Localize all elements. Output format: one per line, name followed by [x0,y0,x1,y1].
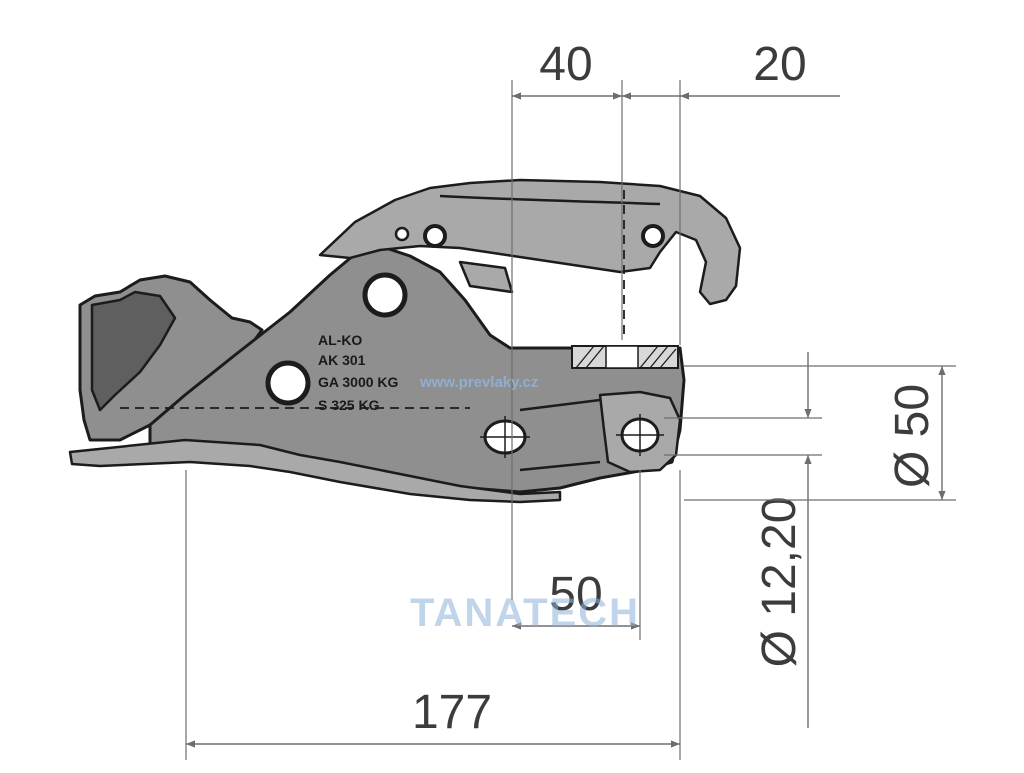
dimensions: 40 20 50 177 Ø 12,20 Ø 50 [185,38,956,760]
pivot-hole-lower [265,360,311,406]
indicator-dot [394,226,410,242]
bellows-fold [90,290,177,412]
handle [318,178,742,306]
dim-label-40: 40 [539,38,592,91]
dim-label-177: 177 [412,686,492,739]
hatch-lines [575,345,677,369]
bolt-hole-right [616,414,664,456]
watermark-brand: TANATECH [410,591,640,635]
pivot-hole-upper [362,272,408,318]
dim-label-diameter-large: Ø 50 [886,384,939,488]
ball-cup-seam [519,398,601,472]
section-gap [605,345,639,369]
marking-gross-weight: GA 3000 KG [318,374,399,390]
marking-model: AK 301 [318,352,366,368]
handle-grip-line [439,194,661,206]
coupling-head: AL-KO AK 301 GA 3000 KG S 325 KG [68,178,742,504]
watermark-url: www.prevlaky.cz [419,374,538,391]
latch-tab [458,260,514,294]
handle-pin-left [423,224,447,248]
dim-label-50: 50 [549,568,602,621]
handle-pin-right [641,224,665,248]
marking-support-load: S 325 KG [318,397,380,413]
dim-label-diameter-small: Ø 12,20 [753,497,806,668]
lower-skid [68,438,562,504]
bolt-hole-left [480,416,530,458]
dim-label-20: 20 [753,38,806,91]
marking-brand: AL-KO [318,332,362,348]
